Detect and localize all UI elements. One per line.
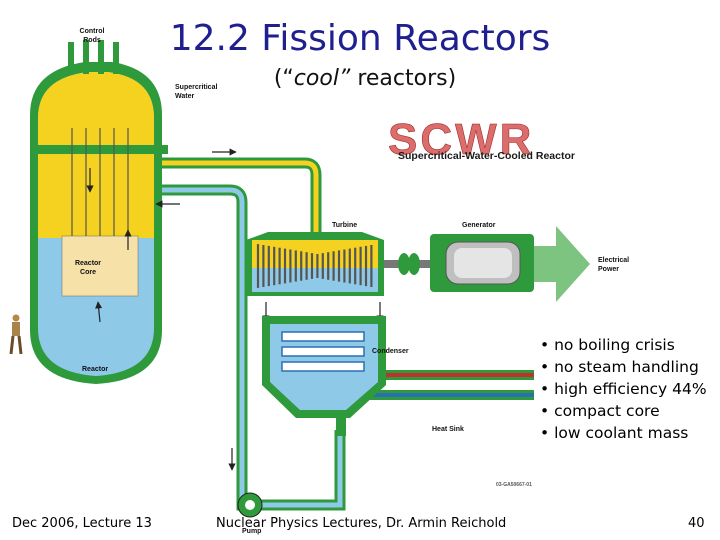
label-condenser: Condenser xyxy=(372,348,409,355)
scwr-logo-text: SCWR xyxy=(388,115,534,164)
page-number: 40 xyxy=(688,516,705,531)
slide-title: 12.2 Fission Reactors xyxy=(169,18,551,59)
footer-lecture: Dec 2006, Lecture 13 xyxy=(12,516,152,531)
subtitle-italic: cool” xyxy=(293,66,351,91)
turbine-shaft xyxy=(384,253,432,275)
label-heat-sink: Heat Sink xyxy=(432,426,464,433)
reactor-vessel xyxy=(30,40,168,384)
label-figure-id: 03-GA50667-01 xyxy=(496,482,532,488)
pump xyxy=(237,492,263,518)
feature-item: high efficiency 44% xyxy=(540,378,707,400)
scwr-logo-subtitle: Supercritical-Water-Cooled Reactor xyxy=(398,150,575,162)
feedwater-line xyxy=(162,184,346,511)
turbine xyxy=(246,232,384,296)
scwr-logo: SCWR Supercritical-Water-Cooled Reactor xyxy=(388,115,575,165)
worker-figure xyxy=(9,314,23,355)
feature-item: no steam handling xyxy=(540,356,707,378)
steam-line xyxy=(162,157,322,236)
footer-author: Nuclear Physics Lectures, Dr. Armin Reic… xyxy=(216,516,507,531)
electrical-power-arrow xyxy=(534,226,590,302)
subtitle-open: (“ xyxy=(273,66,294,91)
label-pump: Pump xyxy=(242,528,261,535)
feature-item: compact core xyxy=(540,400,707,422)
subtitle-rest: reactors) xyxy=(350,66,457,91)
label-generator: Generator xyxy=(462,222,496,229)
condenser xyxy=(262,316,386,436)
feature-list: no boiling crisis no steam handling high… xyxy=(540,334,707,444)
feature-item: low coolant mass xyxy=(540,422,707,444)
label-reactor: Reactor xyxy=(82,366,108,373)
generator xyxy=(430,234,534,292)
feature-item: no boiling crisis xyxy=(540,334,707,356)
label-turbine: Turbine xyxy=(332,222,357,229)
heat-sink-pipes xyxy=(367,338,534,400)
slide-subtitle: (“cool” reactors) xyxy=(250,66,480,91)
